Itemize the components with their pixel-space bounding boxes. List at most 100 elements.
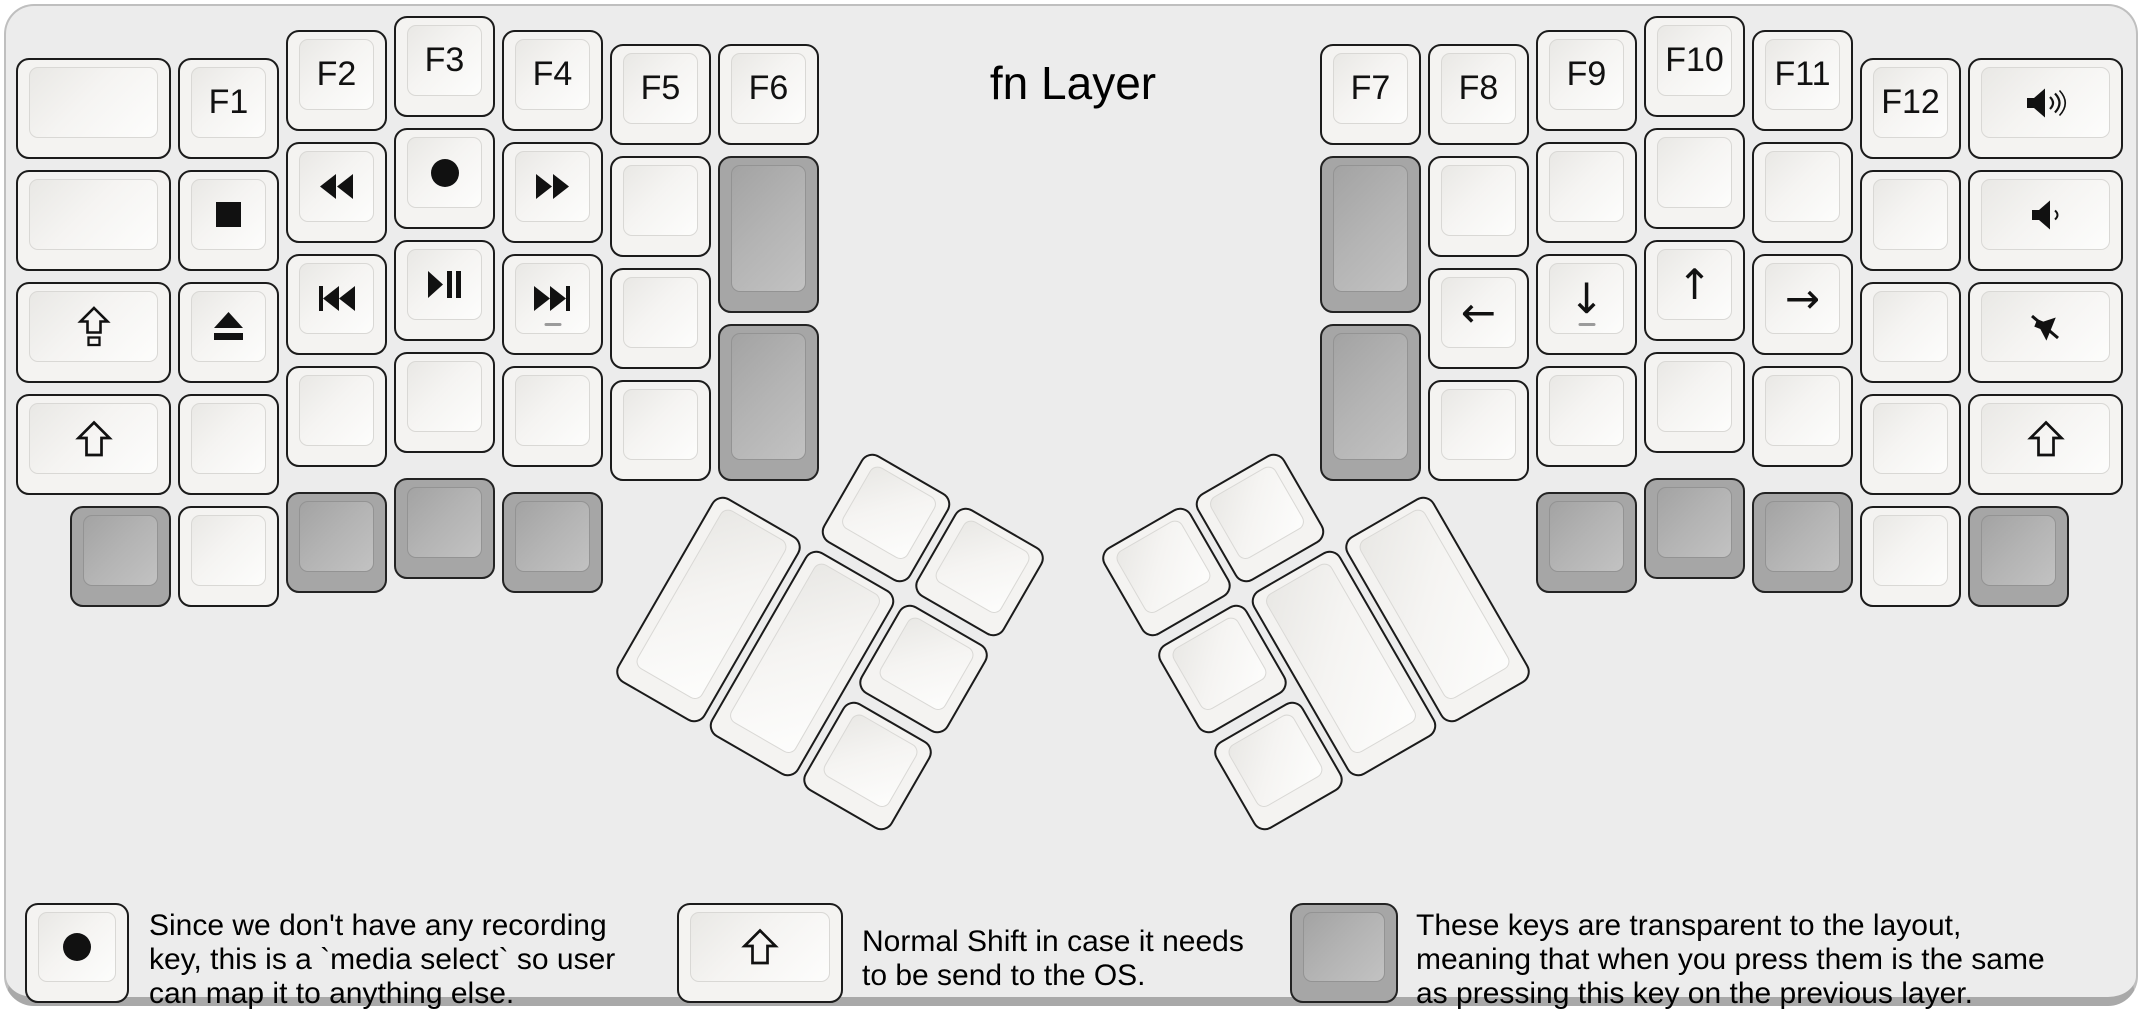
key-transparent	[718, 324, 819, 481]
legend-line: These keys are transparent to the layout…	[1416, 909, 1962, 942]
keycap-surface	[515, 375, 590, 446]
key-f1: F1	[178, 58, 279, 159]
key-f3: F3	[394, 16, 495, 117]
key-transparent	[70, 506, 171, 607]
keycap-surface	[1657, 137, 1732, 208]
prev-track-icon	[317, 284, 356, 313]
key-label: F10	[1665, 41, 1724, 79]
keycap-surface: F9	[1549, 39, 1624, 110]
keycap-surface	[1873, 515, 1948, 586]
keycap-surface: F3	[407, 25, 482, 96]
keycap-surface	[29, 179, 158, 250]
key-blank	[16, 170, 171, 271]
keycap-surface	[690, 912, 830, 982]
key-transparent	[1968, 506, 2069, 607]
keycap-surface	[1549, 501, 1624, 572]
keycap-surface	[1981, 67, 2110, 138]
shift-icon	[741, 928, 779, 966]
key-transparent	[502, 492, 603, 593]
keycap-surface	[407, 487, 482, 558]
play-pause-icon	[426, 269, 463, 300]
record-icon	[60, 930, 94, 964]
key-transparent	[1536, 492, 1637, 593]
caps-icon	[76, 305, 112, 348]
legend-line: can map it to anything else.	[149, 977, 515, 1010]
keycap-surface	[1765, 151, 1840, 222]
legend-key-shift	[677, 903, 843, 1003]
keycap-surface	[299, 151, 374, 222]
keycap-surface	[191, 403, 266, 474]
key-record	[394, 128, 495, 229]
keycap-surface	[731, 333, 806, 460]
keycap-surface	[1549, 375, 1624, 446]
key-label: F12	[1881, 83, 1940, 121]
keycap-surface	[191, 515, 266, 586]
key-mute	[1968, 282, 2123, 383]
key-blank	[178, 506, 279, 607]
key-arrow-down: ↓	[1536, 254, 1637, 355]
key-blank	[1860, 506, 1961, 607]
key-label: F4	[532, 55, 573, 93]
keycap-surface: ←	[1441, 277, 1516, 348]
key-label: F1	[208, 83, 249, 121]
keycap-surface: F1	[191, 67, 266, 138]
homing-bar	[544, 322, 561, 326]
keycap-surface	[1981, 515, 2056, 586]
legend-line: meaning that when you press them is the …	[1416, 943, 2045, 976]
keycap-surface: F12	[1873, 67, 1948, 138]
keycap-surface: F2	[299, 39, 374, 110]
keycap-surface	[1981, 291, 2110, 362]
keycap-surface: F7	[1333, 53, 1408, 124]
key-blank	[1644, 128, 1745, 229]
rewind-icon	[318, 172, 355, 201]
key-label: F8	[1458, 69, 1499, 107]
legend-key-transparent	[1290, 903, 1398, 1003]
key-next-track	[502, 254, 603, 355]
key-blank	[1644, 352, 1745, 453]
keycap-surface	[299, 501, 374, 572]
keycap-surface	[299, 263, 374, 334]
legend-line: to be send to the OS.	[862, 959, 1146, 992]
key-transparent	[394, 478, 495, 579]
key-volume-up	[1968, 58, 2123, 159]
legend-text: These keys are transparent to the layout…	[1416, 909, 2045, 1011]
keycap-surface: F4	[515, 39, 590, 110]
keycap-surface	[1441, 389, 1516, 460]
key-blank	[286, 366, 387, 467]
arrow-left-icon: ←	[1460, 287, 1497, 337]
keycap-surface	[1333, 333, 1408, 460]
volume-down-icon	[2026, 199, 2066, 231]
keycap-surface	[407, 361, 482, 432]
keycap-surface	[1981, 179, 2110, 250]
key-f8: F8	[1428, 44, 1529, 145]
key-arrow-right: →	[1752, 254, 1853, 355]
keycap-surface	[191, 179, 266, 250]
key-eject	[178, 282, 279, 383]
key-transparent	[1320, 156, 1421, 313]
keycap-surface: →	[1765, 263, 1840, 334]
keycap-surface	[29, 67, 158, 138]
key-transparent	[1320, 324, 1421, 481]
keycap-surface	[515, 151, 590, 222]
key-caps	[16, 282, 171, 383]
keycap-surface	[1657, 487, 1732, 558]
key-f9: F9	[1536, 30, 1637, 131]
key-blank	[1752, 366, 1853, 467]
keycap-surface: F8	[1441, 53, 1516, 124]
keycap-surface	[1333, 165, 1408, 292]
key-f7: F7	[1320, 44, 1421, 145]
key-blank	[1536, 366, 1637, 467]
legend-line: key, this is a `media select` so user	[149, 943, 616, 976]
key-blank	[1860, 170, 1961, 271]
keycap-surface	[191, 291, 266, 362]
key-transparent	[1644, 478, 1745, 579]
key-shift	[1968, 394, 2123, 495]
key-label: F3	[424, 41, 465, 79]
key-f2: F2	[286, 30, 387, 131]
legend-line: Since we don't have any recording	[149, 909, 607, 942]
mute-icon	[2027, 310, 2065, 344]
key-blank	[178, 394, 279, 495]
